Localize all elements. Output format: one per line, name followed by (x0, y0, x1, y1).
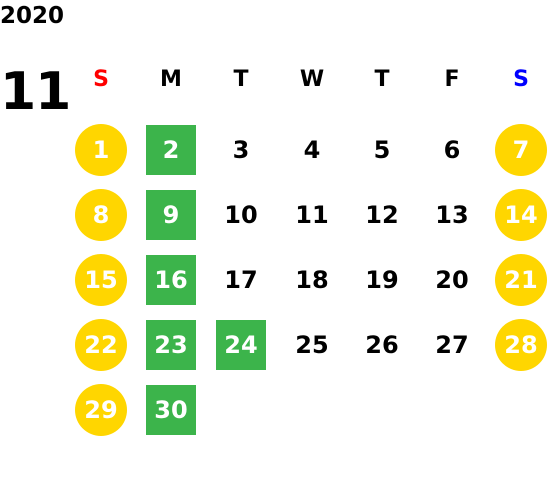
day-cell-6[interactable]: 6 (443, 136, 461, 164)
day-cell-10[interactable]: 10 (224, 201, 258, 229)
day-cell-20[interactable]: 20 (435, 266, 469, 294)
day-cell-23[interactable]: 23 (146, 320, 196, 370)
day-cell-13[interactable]: 13 (435, 201, 469, 229)
day-cell-9[interactable]: 9 (146, 190, 196, 240)
weekday-header-mon: M (160, 67, 182, 92)
day-cell-7[interactable]: 7 (495, 124, 547, 176)
day-cell-11[interactable]: 11 (295, 201, 329, 229)
weekday-header-thu: T (374, 67, 390, 92)
day-cell-19[interactable]: 19 (365, 266, 399, 294)
day-cell-28[interactable]: 28 (495, 319, 547, 371)
day-cell-30[interactable]: 30 (146, 385, 196, 435)
day-cell-8[interactable]: 8 (75, 189, 127, 241)
weekday-header-fri: F (444, 67, 460, 92)
day-cell-3[interactable]: 3 (232, 136, 250, 164)
day-cell-24[interactable]: 24 (216, 320, 266, 370)
day-cell-1[interactable]: 1 (75, 124, 127, 176)
day-cell-4[interactable]: 4 (303, 136, 321, 164)
day-cell-22[interactable]: 22 (75, 319, 127, 371)
day-cell-26[interactable]: 26 (365, 331, 399, 359)
day-cell-27[interactable]: 27 (435, 331, 469, 359)
day-cell-14[interactable]: 14 (495, 189, 547, 241)
month-label: 11 (0, 62, 71, 122)
weekday-header-sat: S (513, 67, 529, 92)
day-cell-16[interactable]: 16 (146, 255, 196, 305)
day-cell-29[interactable]: 29 (75, 384, 127, 436)
weekday-header-wed: W (299, 67, 325, 92)
day-cell-5[interactable]: 5 (373, 136, 391, 164)
day-cell-15[interactable]: 15 (75, 254, 127, 306)
weekday-header-tue: T (233, 67, 249, 92)
year-label: 2020 (0, 3, 65, 29)
day-cell-2[interactable]: 2 (146, 125, 196, 175)
day-cell-21[interactable]: 21 (495, 254, 547, 306)
day-cell-17[interactable]: 17 (224, 266, 258, 294)
day-cell-25[interactable]: 25 (295, 331, 329, 359)
day-cell-12[interactable]: 12 (365, 201, 399, 229)
weekday-header-sun: S (93, 67, 109, 92)
day-cell-18[interactable]: 18 (295, 266, 329, 294)
